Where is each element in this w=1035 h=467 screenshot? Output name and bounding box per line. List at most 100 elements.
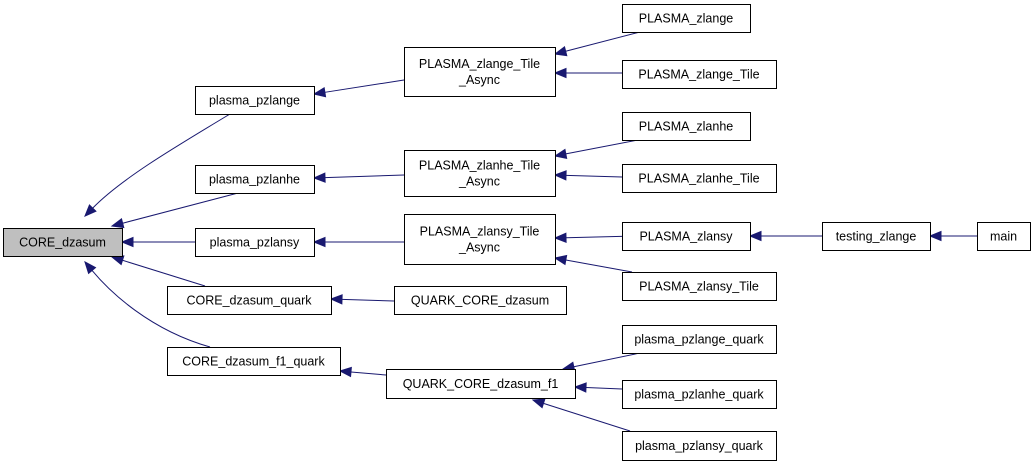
arrowhead-icon bbox=[338, 366, 352, 378]
arrowhead-icon bbox=[553, 148, 568, 159]
arrowhead-icon bbox=[573, 382, 587, 393]
edge-zlange-to-zlangeTA bbox=[553, 31, 641, 57]
edge-line bbox=[324, 174, 405, 179]
edge-line bbox=[324, 79, 405, 93]
arrowhead-icon bbox=[928, 230, 942, 242]
edges-layer bbox=[84, 31, 977, 432]
node-zlansyTile[interactable]: PLASMA_zlansy_Tile bbox=[622, 272, 777, 301]
node-cf1[interactable]: CORE_dzasum_f1_quark bbox=[167, 347, 341, 376]
edge-pzlange-to-core bbox=[84, 113, 231, 217]
node-label: _Async bbox=[458, 241, 500, 255]
node-zlange[interactable]: PLASMA_zlange bbox=[622, 4, 751, 33]
arrowhead-icon bbox=[748, 230, 762, 242]
node-pzlansyQ[interactable]: plasma_pzlansy_quark bbox=[622, 431, 777, 461]
edge-line bbox=[91, 270, 211, 348]
node-label: CORE_dzasum_f1_quark bbox=[182, 355, 325, 369]
node-pzlangeQ[interactable]: plasma_pzlange_quark bbox=[622, 325, 777, 354]
edge-zlanheTile-to-zlanheTA bbox=[553, 170, 623, 181]
node-box bbox=[622, 4, 751, 33]
node-label: QUARK_CORE_dzasum_f1 bbox=[403, 377, 559, 391]
edge-pzlanheQ-to-qf1 bbox=[573, 382, 623, 393]
edge-line bbox=[341, 298, 395, 302]
node-main[interactable]: main bbox=[977, 222, 1031, 251]
node-qcore[interactable]: QUARK_CORE_dzasum bbox=[394, 286, 567, 315]
edge-line bbox=[350, 371, 387, 376]
node-zlangeTile[interactable]: PLASMA_zlange_Tile bbox=[622, 60, 777, 89]
edge-line bbox=[573, 352, 641, 368]
node-label: plasma_pzlanhe bbox=[209, 173, 300, 187]
node-zlanheTA[interactable]: PLASMA_zlanhe_Tile _Async bbox=[404, 150, 556, 197]
edge-line bbox=[92, 113, 231, 209]
arrowhead-icon bbox=[531, 398, 546, 409]
edge-pzlansy-to-core bbox=[120, 236, 195, 248]
node-pzlanheQ[interactable]: plasma_pzlanhe_quark bbox=[622, 380, 777, 409]
edge-pzlangeQ-to-qf1 bbox=[561, 352, 641, 372]
node-box bbox=[167, 286, 332, 315]
edge-testing-to-zlansy bbox=[748, 230, 822, 242]
node-label: PLASMA_zlanhe_Tile bbox=[419, 159, 540, 173]
edge-zlangeTile-to-zlangeTA bbox=[553, 67, 622, 79]
node-pzlange[interactable]: plasma_pzlange bbox=[195, 86, 315, 115]
node-pzlansy[interactable]: plasma_pzlansy bbox=[195, 228, 315, 257]
node-qf1[interactable]: QUARK_CORE_dzasum_f1 bbox=[386, 369, 576, 399]
edge-main-to-testing bbox=[928, 230, 977, 242]
node-label: CORE_dzasum_quark bbox=[186, 294, 312, 308]
node-label: PLASMA_zlansy_Tile bbox=[639, 280, 759, 294]
node-box bbox=[822, 222, 931, 251]
edge-zlansyTA-to-pzlansy bbox=[312, 236, 404, 248]
node-cquark[interactable]: CORE_dzasum_quark bbox=[167, 286, 332, 315]
node-label: PLASMA_zlansy bbox=[639, 230, 733, 244]
node-label: PLASMA_zlanhe_Tile bbox=[638, 172, 759, 186]
edge-zlansyTile-to-zlansyTA bbox=[553, 254, 633, 273]
node-box bbox=[977, 222, 1031, 251]
node-pzlanhe[interactable]: plasma_pzlanhe bbox=[195, 165, 315, 194]
edge-cf1-to-core bbox=[84, 260, 211, 348]
arrowhead-icon bbox=[553, 254, 568, 266]
node-testing[interactable]: testing_zlange bbox=[822, 222, 931, 251]
arrowhead-icon bbox=[84, 260, 97, 275]
node-box bbox=[622, 60, 777, 89]
nodes-layer: CORE_dzasumplasma_pzlangeplasma_pzlanhep… bbox=[3, 4, 1031, 461]
node-zlansy[interactable]: PLASMA_zlansy bbox=[622, 222, 751, 251]
arrowhead-icon bbox=[553, 170, 567, 181]
edge-line bbox=[122, 192, 239, 224]
node-box bbox=[404, 214, 556, 265]
node-zlanhe[interactable]: PLASMA_zlanhe bbox=[622, 112, 751, 141]
node-box bbox=[394, 286, 567, 315]
node-box bbox=[622, 222, 751, 251]
node-label: PLASMA_zlange bbox=[639, 12, 734, 26]
node-box bbox=[195, 228, 315, 257]
edge-zlangeTA-to-pzlange bbox=[312, 79, 405, 98]
arrowhead-icon bbox=[312, 172, 326, 183]
edge-line bbox=[543, 402, 631, 432]
node-label: _Async bbox=[458, 73, 500, 87]
node-zlanheTile[interactable]: PLASMA_zlanhe_Tile bbox=[622, 164, 777, 193]
edge-line bbox=[585, 386, 623, 390]
node-box bbox=[386, 369, 576, 399]
arrowhead-icon bbox=[312, 87, 327, 98]
arrowhead-icon bbox=[84, 204, 97, 217]
edge-line bbox=[565, 174, 623, 178]
node-box bbox=[3, 228, 123, 257]
node-box bbox=[404, 150, 556, 197]
node-label: plasma_pzlange_quark bbox=[634, 333, 764, 347]
node-label: plasma_pzlanhe_quark bbox=[634, 388, 764, 402]
node-zlansyTA[interactable]: PLASMA_zlansy_Tile_Async bbox=[404, 214, 556, 265]
node-label: QUARK_CORE_dzasum bbox=[411, 294, 549, 308]
edge-line bbox=[122, 259, 206, 287]
node-zlangeTA[interactable]: PLASMA_zlange_Tile_Async bbox=[404, 47, 556, 97]
arrowhead-icon bbox=[312, 236, 326, 248]
edge-line bbox=[565, 31, 641, 52]
node-label: PLASMA_zlanhe bbox=[639, 120, 734, 134]
node-box bbox=[195, 165, 315, 194]
edge-line bbox=[565, 259, 633, 273]
arrowhead-icon bbox=[553, 67, 567, 79]
arrowhead-icon bbox=[553, 232, 567, 243]
node-label: _Async bbox=[458, 175, 500, 189]
node-label: testing_zlange bbox=[836, 230, 917, 244]
arrowhead-icon bbox=[110, 255, 125, 266]
edge-pzlansyQ-to-qf1 bbox=[531, 398, 631, 432]
edge-qcore-to-cquark bbox=[329, 294, 395, 305]
node-box bbox=[622, 431, 777, 461]
